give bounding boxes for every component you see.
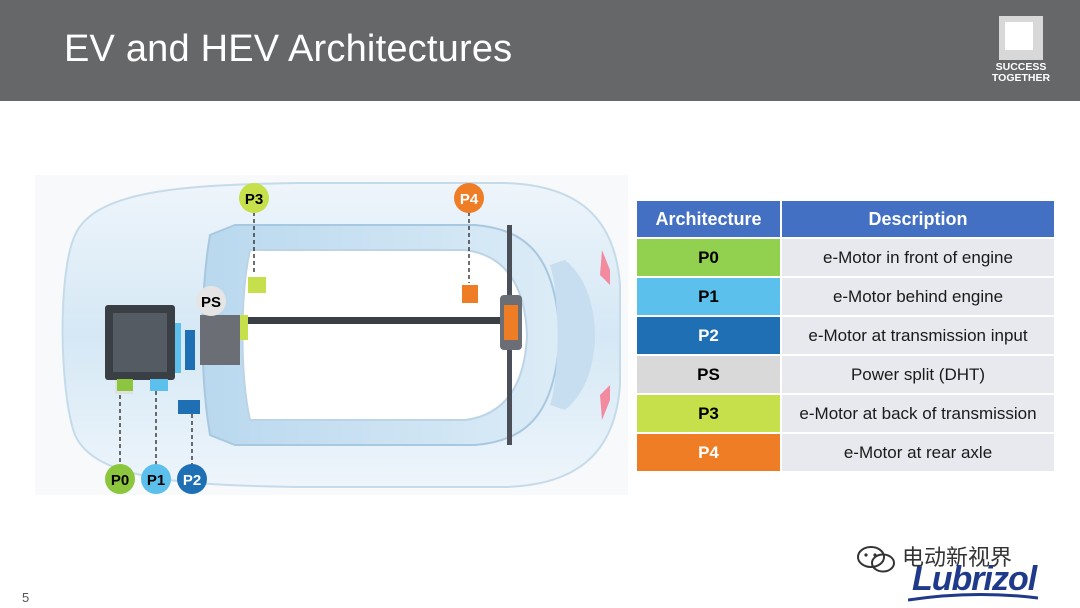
label-p1: P1	[141, 464, 171, 494]
architecture-table: Architecture Description P0 e-Motor in f…	[637, 201, 1054, 473]
p1-motor-lower	[150, 379, 168, 391]
row-description: e-Motor at back of transmission	[782, 395, 1054, 434]
success-together-logo-text: SUCCESS TOGETHER	[991, 61, 1051, 84]
label-p0: P0	[105, 464, 135, 494]
slide-title: EV and HEV Architectures	[64, 28, 513, 70]
wechat-icon	[857, 546, 895, 573]
table-row: P2 e-Motor at transmission input	[637, 317, 1054, 356]
p4-motor-upper	[462, 285, 478, 303]
row-code: P0	[637, 239, 782, 278]
page-number: 5	[22, 590, 30, 605]
row-description: Power split (DHT)	[782, 356, 1054, 395]
success-together-logo-icon	[999, 16, 1043, 60]
row-description: e-Motor in front of engine	[782, 239, 1054, 278]
p0-motor-shape	[117, 379, 133, 391]
row-description: e-Motor at transmission input	[782, 317, 1054, 356]
slide-header: EV and HEV Architectures SUCCESS TOGETHE…	[0, 0, 1080, 101]
row-description: e-Motor behind engine	[782, 278, 1054, 317]
label-ps: PS	[196, 286, 226, 316]
label-p1-text: P1	[147, 472, 165, 489]
table-row: P1 e-Motor behind engine	[637, 278, 1054, 317]
row-code: PS	[637, 356, 782, 395]
rear-light-bottom	[600, 385, 610, 420]
row-code: P3	[637, 395, 782, 434]
rear-light-top	[600, 250, 610, 285]
label-p2: P2	[177, 464, 207, 494]
leader-lines	[119, 212, 470, 465]
watermark-text: 电动新视界	[902, 546, 1013, 571]
p1-motor-shape	[175, 323, 181, 373]
car-roof	[241, 249, 529, 421]
label-p0-text: P0	[111, 472, 129, 489]
header-description: Description	[782, 201, 1054, 239]
table-row: PS Power split (DHT)	[637, 356, 1054, 395]
row-description: e-Motor at rear axle	[782, 434, 1054, 473]
lubrizol-swoosh-icon	[908, 592, 1038, 602]
header-architecture: Architecture	[637, 201, 782, 239]
drive-shaft	[248, 317, 513, 324]
label-ps-text: PS	[201, 294, 221, 311]
table-row: P4 e-Motor at rear axle	[637, 434, 1054, 473]
table-header-row: Architecture Description	[637, 201, 1054, 239]
label-p4: P4	[454, 183, 484, 213]
label-p2-text: P2	[183, 472, 201, 489]
row-code: P4	[637, 434, 782, 473]
row-code: P1	[637, 278, 782, 317]
lubrizol-logo: Lubrizol	[912, 560, 1037, 598]
label-p4-text: P4	[460, 191, 479, 208]
p3-motor-shape	[248, 277, 266, 293]
table-row: P0 e-Motor in front of engine	[637, 239, 1054, 278]
p2-motor-shape	[185, 330, 195, 370]
p3-motor-shape-small	[240, 315, 248, 340]
engine-detail	[113, 313, 167, 372]
label-p3-text: P3	[245, 191, 263, 208]
row-code: P2	[637, 317, 782, 356]
transmission	[200, 315, 240, 365]
p4-motor-shape	[504, 305, 518, 340]
rear-window	[550, 260, 595, 410]
hev-architecture-diagram: P3 P4 PS P0 P1 P2	[35, 175, 628, 495]
label-p3: P3	[239, 183, 269, 213]
table-row: P3 e-Motor at back of transmission	[637, 395, 1054, 434]
p2-motor-lower	[178, 400, 200, 414]
